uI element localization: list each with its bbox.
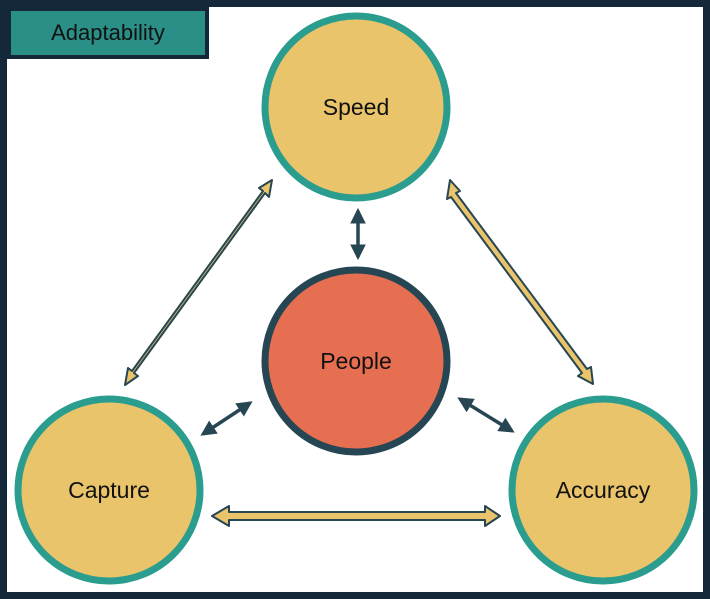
node-accuracy: Accuracy — [508, 395, 698, 585]
node-speed: Speed — [261, 12, 451, 202]
arrow-people-capture — [200, 401, 253, 436]
node-people-label: People — [320, 348, 392, 374]
node-speed-circle — [261, 12, 451, 202]
node-accuracy-label: Accuracy — [556, 477, 651, 503]
node-capture-label: Capture — [68, 477, 150, 503]
node-capture-circle — [14, 395, 204, 585]
arrow-capture-accuracy — [211, 505, 501, 527]
node-people-circle — [261, 266, 451, 456]
node-accuracy-circle — [508, 395, 698, 585]
node-speed-label: Speed — [323, 94, 390, 120]
arrow-speed-accuracy — [446, 179, 594, 385]
node-people: People — [261, 266, 451, 456]
title-badge: Adaptability — [7, 7, 209, 59]
diagram-title: Adaptability — [51, 20, 165, 45]
node-capture: Capture — [14, 395, 204, 585]
arrow-people-accuracy — [457, 397, 515, 433]
arrow-speed-capture — [124, 179, 273, 386]
